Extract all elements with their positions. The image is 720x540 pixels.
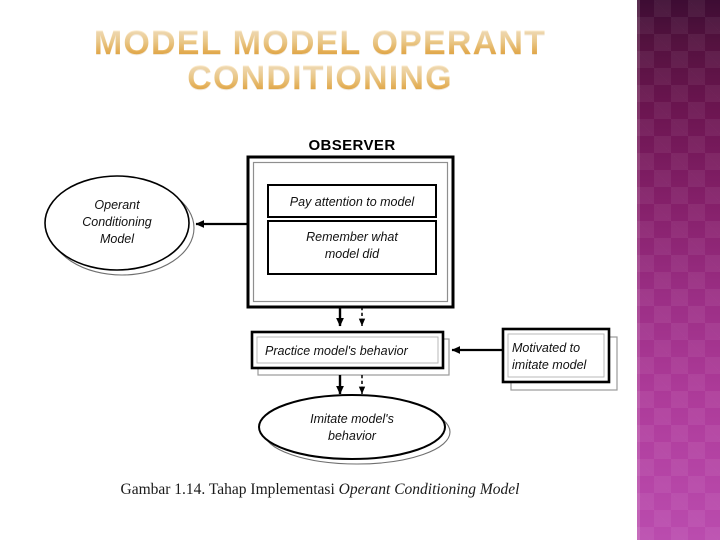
practice-behavior-box-inner [256, 336, 439, 364]
node-practice-behavior: Practice model's behavior [250, 330, 450, 376]
diagram-figure: OBSERVER Pay attention to model Remember… [44, 137, 618, 465]
motivated-imitate-label-1: Motivated to [512, 341, 580, 355]
pay-attention-box [267, 184, 437, 218]
node-imitate-behavior: Imitate model's behavior [258, 394, 451, 465]
slide-title-line-2: CONDITIONING [40, 60, 600, 96]
band-diamond-texture [637, 0, 720, 540]
remember-what-label-1: Remember what [306, 230, 398, 244]
slide-title: MODEL MODEL OPERANT CONDITIONING [40, 25, 600, 97]
remember-what-box [267, 220, 437, 275]
motivated-imitate-label-2: imitate model [512, 358, 588, 372]
imitate-behavior-label-1: Imitate model's [310, 412, 394, 426]
observer-header-label: OBSERVER [308, 137, 395, 154]
practice-behavior-label-1: Practice model's behavior [265, 344, 409, 358]
node-operant-model: Operant Conditioning Model [44, 175, 195, 276]
figure-caption: Gambar 1.14. Tahap Implementasi Operant … [20, 481, 620, 499]
node-motivated-imitate: Motivated to imitate model [501, 327, 618, 391]
decorative-purple-band [637, 0, 720, 540]
operant-model-label-3: Model [100, 232, 135, 246]
pay-attention-label-1: Pay attention to model [290, 195, 416, 209]
remember-what-label-2: model did [325, 247, 380, 261]
operant-model-ellipse [44, 175, 190, 271]
operant-model-label-2: Conditioning [82, 215, 152, 229]
figure-caption-italic: Operant Conditioning Model [338, 481, 520, 498]
node-pay-attention: Pay attention to model [267, 184, 437, 218]
motivated-imitate-box-inner [507, 333, 605, 378]
band-left-highlight [637, 0, 640, 540]
slide-title-line-1: MODEL MODEL OPERANT [40, 25, 600, 61]
node-remember-what: Remember what model did [267, 220, 437, 275]
figure-caption-plain: Gambar 1.14. Tahap Implementasi [120, 481, 339, 498]
imitate-behavior-label-2: behavior [328, 429, 377, 443]
operant-model-label-1: Operant [94, 198, 140, 212]
imitate-behavior-ellipse [258, 394, 446, 460]
